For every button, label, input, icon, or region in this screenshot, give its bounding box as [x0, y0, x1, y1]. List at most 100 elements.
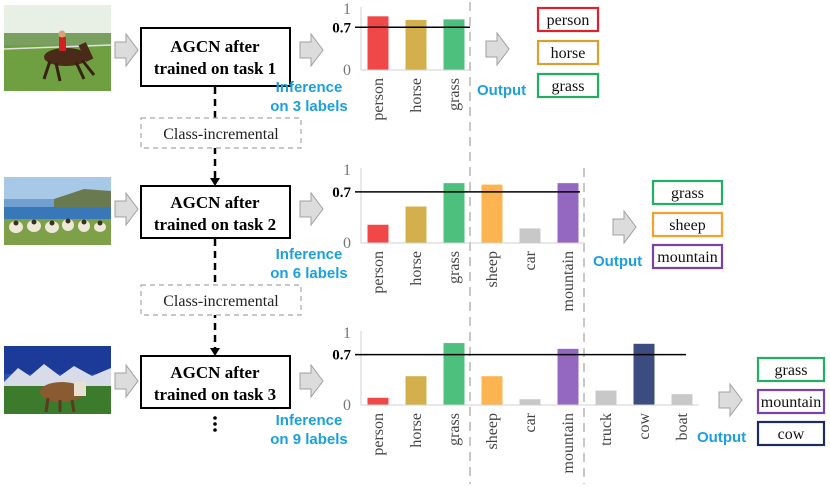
output-tag-border	[651, 243, 724, 270]
model-box-task3	[140, 355, 291, 409]
output-tag-border	[651, 211, 724, 238]
class-incremental-box-1	[140, 117, 302, 149]
output-label-1: Output	[477, 82, 526, 99]
category-label-person: person	[370, 251, 387, 294]
output-tag-label: sheep	[669, 217, 705, 234]
model-box-task1	[140, 27, 291, 87]
inference-label-1-line1: Inference	[276, 79, 343, 96]
bar-mountain	[557, 183, 579, 243]
output-tag-border	[536, 39, 600, 66]
category-label-truck: truck	[598, 413, 615, 446]
category-label-mountain: mountain	[560, 251, 577, 311]
bar-truck	[595, 390, 617, 405]
arrow-model2-to-chart	[299, 191, 324, 227]
category-label-car: car	[522, 250, 539, 270]
bar-grass	[443, 343, 465, 405]
category-label-person: person	[370, 413, 387, 456]
output-label-2: Output	[593, 253, 642, 270]
y-tick-label: 0.7	[332, 185, 351, 201]
bar-car	[519, 399, 541, 405]
inference-label-2-line1: Inference	[276, 246, 343, 263]
output-tag-border	[536, 6, 600, 33]
output-tag-label: mountain	[761, 394, 821, 411]
ellipsis-dot-1	[213, 416, 217, 420]
output-tag-border	[756, 420, 826, 447]
output-tag-label: person	[547, 12, 590, 29]
bar-grass	[443, 19, 465, 70]
y-tick-label: 0	[343, 62, 351, 79]
category-label-sheep: sheep	[484, 251, 501, 287]
y-tick-label: 1	[343, 325, 351, 342]
arrow-chart1-to-output	[485, 31, 510, 67]
ellipsis-dot-2	[213, 422, 217, 426]
model-subtitle-task2: trained on task 2	[154, 215, 276, 234]
arrow-model3-to-chart	[299, 363, 324, 399]
category-label-mountain: mountain	[560, 413, 577, 473]
output-tag-grass: grass	[536, 72, 600, 99]
arrow-photo1-to-model	[114, 32, 139, 68]
model-title-task2: AGCN after	[170, 193, 260, 212]
output-tag-label: grass	[775, 362, 808, 379]
category-label-horse: horse	[408, 78, 425, 113]
inference-label-3-line1: Inference	[276, 412, 343, 429]
class-incremental-label-2: Class-incremental	[163, 293, 279, 310]
y-tick-label: 0	[343, 235, 351, 252]
category-label-boat: boat	[674, 412, 691, 440]
arrow-photo2-to-model	[114, 191, 139, 227]
category-label-car: car	[522, 412, 539, 432]
photo-horse-rider	[4, 5, 111, 91]
bar-sheep	[481, 376, 503, 405]
arrow-chart2-to-output	[612, 209, 637, 245]
output-tag-border	[756, 388, 826, 415]
bar-person	[367, 224, 389, 243]
output-tag-cow: cow	[756, 420, 826, 447]
category-label-grass: grass	[446, 413, 463, 446]
bar-grass	[443, 183, 465, 243]
bar-horse	[405, 376, 427, 405]
output-label-3: Output	[697, 429, 746, 446]
output-tag-mountain: mountain	[756, 388, 826, 415]
output-tag-label: cow	[778, 426, 805, 443]
output-tag-border	[756, 356, 826, 383]
output-tag-mountain: mountain	[651, 243, 724, 270]
inference-label-1-line2: on 3 labels	[270, 98, 348, 115]
bar-horse	[405, 19, 427, 70]
y-tick-label: 1	[343, 1, 351, 18]
arrowhead-to-model2	[210, 178, 220, 186]
photo-sheep	[4, 177, 111, 245]
photo-cow-mountains	[4, 346, 111, 414]
class-incremental-label-1: Class-incremental	[163, 126, 279, 143]
bar-person	[367, 16, 389, 70]
arrow-model1-to-chart	[299, 32, 324, 68]
model-subtitle-task3: trained on task 3	[154, 385, 276, 404]
output-tag-label: mountain	[657, 249, 717, 266]
y-tick-label: 0.7	[332, 20, 351, 36]
output-tag-label: grass	[671, 185, 704, 202]
arrow-photo3-to-model	[114, 363, 139, 399]
category-label-person: person	[370, 78, 387, 121]
category-label-sheep: sheep	[484, 413, 501, 449]
category-label-cow: cow	[636, 413, 653, 440]
model-title-task3: AGCN after	[170, 363, 260, 382]
bar-horse	[405, 206, 427, 243]
y-tick-label: 0	[343, 397, 351, 414]
bar-person	[367, 397, 389, 405]
output-tag-horse: horse	[536, 39, 600, 66]
inference-label-3-line2: on 9 labels	[270, 431, 348, 448]
category-label-grass: grass	[446, 251, 463, 284]
ellipsis-dot-3	[213, 428, 217, 432]
output-tag-sheep: sheep	[651, 211, 724, 238]
class-incremental-box-2	[140, 284, 302, 316]
model-title-task1: AGCN after	[170, 37, 260, 56]
category-label-horse: horse	[408, 251, 425, 286]
arrow-chart3-to-output	[718, 382, 743, 418]
output-tag-person: person	[536, 6, 600, 33]
inference-label-2-line2: on 6 labels	[270, 265, 348, 282]
arrowhead-to-model3	[210, 348, 220, 356]
output-tag-label: grass	[552, 78, 585, 95]
category-label-horse: horse	[408, 413, 425, 448]
